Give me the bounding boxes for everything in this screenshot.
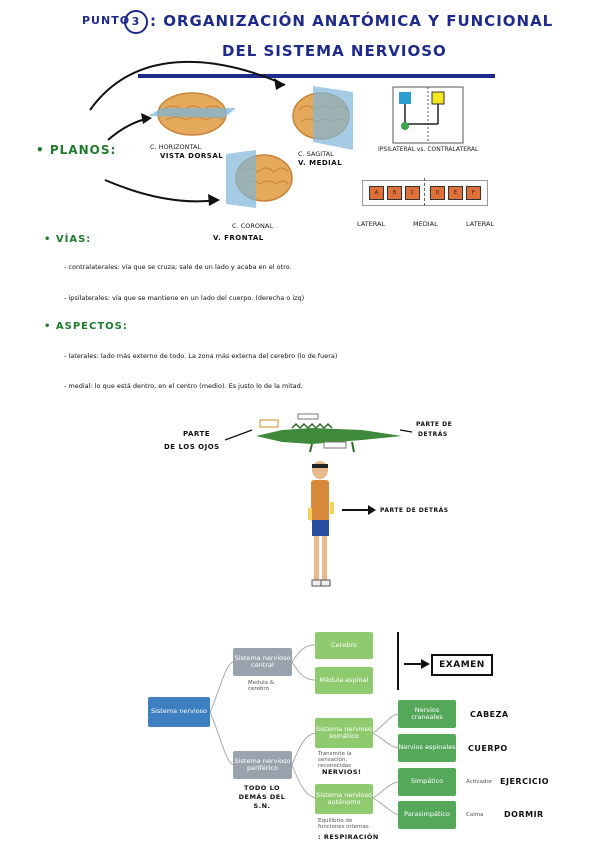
simpatico-box: Simpático	[398, 768, 456, 796]
medula-box: Médula espinal	[315, 667, 373, 694]
title-line-1: : ORGANIZACIÓN ANATÓMICA Y FUNCIONAL	[150, 12, 554, 30]
brain-horizontal-image	[148, 92, 236, 136]
strip-block: F	[466, 186, 481, 200]
cuerpo-handwritten: CUERPO	[468, 744, 508, 753]
aspectos-item-lateral: - laterales: lado más externo de todo. L…	[64, 352, 338, 360]
somatico-note: Transmite la sensación, reconocidas	[318, 751, 352, 769]
dorsal-label: VISTA DORSAL	[160, 152, 224, 160]
strip-block: D	[430, 186, 445, 200]
medial-view-label: V. MEDIAL	[298, 159, 343, 167]
medial-label: MEDIAL	[413, 220, 438, 228]
strip-block: B	[387, 186, 402, 200]
snc-box: Sistema nervioso central	[233, 648, 292, 676]
brain-sagital-image	[292, 86, 353, 150]
ipsi-contra-diagram	[392, 86, 464, 144]
medial-divider	[424, 178, 425, 206]
strip-block: C	[405, 186, 420, 200]
human-figure-image	[308, 461, 334, 587]
calma-note: Calma	[466, 812, 484, 818]
vias-item-contralateral: - contralaterales: vía que se cruza; sal…	[64, 263, 292, 271]
parte-detras-croc-1: PARTE DE	[416, 421, 453, 428]
autonomo-box: Sistema nervioso autónomo	[315, 784, 373, 814]
punto-number-circle: 3	[124, 10, 148, 34]
planos-arrows	[89, 60, 286, 206]
snc-note: Medula & cerebro	[248, 680, 275, 692]
parte-ojos-label-2: DE LOS OJOS	[164, 443, 220, 451]
vias-heading: • VÍAS:	[44, 234, 92, 245]
planos-heading: • PLANOS:	[36, 143, 117, 157]
espinales-box: Nervios espinales	[398, 734, 456, 762]
somatico-box: Sistema nervioso somático	[315, 718, 373, 748]
cerebro-box: Cerebro	[315, 632, 373, 659]
parte-ojos-label-1: PARTE	[183, 430, 211, 438]
strip-block: A	[369, 186, 384, 200]
activador-note: Activador	[466, 779, 493, 785]
ipsi-contra-label: IPSILATERAL vs. CONTRALATERAL	[378, 146, 479, 153]
title-line-2: DEL SISTEMA NERVIOSO	[222, 42, 447, 60]
sistema-nervioso-box: Sistema nervioso	[148, 697, 210, 727]
examen-box: EXAMEN	[431, 654, 493, 676]
parte-detras-human-label: PARTE DE DETRÁS	[380, 507, 449, 514]
lateral-left-label: LATERAL	[357, 220, 386, 228]
ejercicio-handwritten: EJERCICIO	[500, 777, 550, 786]
coronal-label: C. CORONAL	[232, 222, 273, 230]
snp-note: TODO LO DEMÁS DEL S.N.	[238, 784, 286, 810]
aspectos-heading: • ASPECTOS:	[44, 321, 128, 332]
snp-box: Sistema nervioso periférico	[233, 751, 292, 779]
vias-item-ipsilateral: - ipsilaterales: vía que se mantiene en …	[64, 294, 305, 302]
respiracion-handwritten: : RESPIRACIÓN	[318, 833, 379, 841]
strip-block: E	[448, 186, 463, 200]
cabeza-handwritten: CABEZA	[470, 710, 509, 719]
autonomo-note: Equilibrio de funciones internas	[318, 818, 369, 830]
dormir-handwritten: DORMIR	[504, 810, 544, 819]
parte-detras-croc-2: DETRÁS	[418, 431, 448, 438]
punto-label: PUNTO	[82, 14, 131, 27]
craneales-box: Nervios craneales	[398, 700, 456, 728]
sagital-label: C. SAGITAL	[298, 150, 334, 158]
aspectos-item-medial: - medial: lo que está dentro, en el cent…	[64, 382, 303, 390]
brain-coronal-image	[226, 150, 293, 208]
horizontal-label: C. HORIZONTAL	[150, 143, 202, 151]
nervios-handwritten: NERVIOS!	[322, 768, 362, 776]
frontal-label: V. FRONTAL	[213, 234, 264, 242]
title-underline	[138, 74, 495, 78]
lateral-right-label: LATERAL	[466, 220, 495, 228]
crocodile-image	[256, 413, 402, 453]
parasimpatico-box: Parasimpático	[398, 801, 456, 829]
